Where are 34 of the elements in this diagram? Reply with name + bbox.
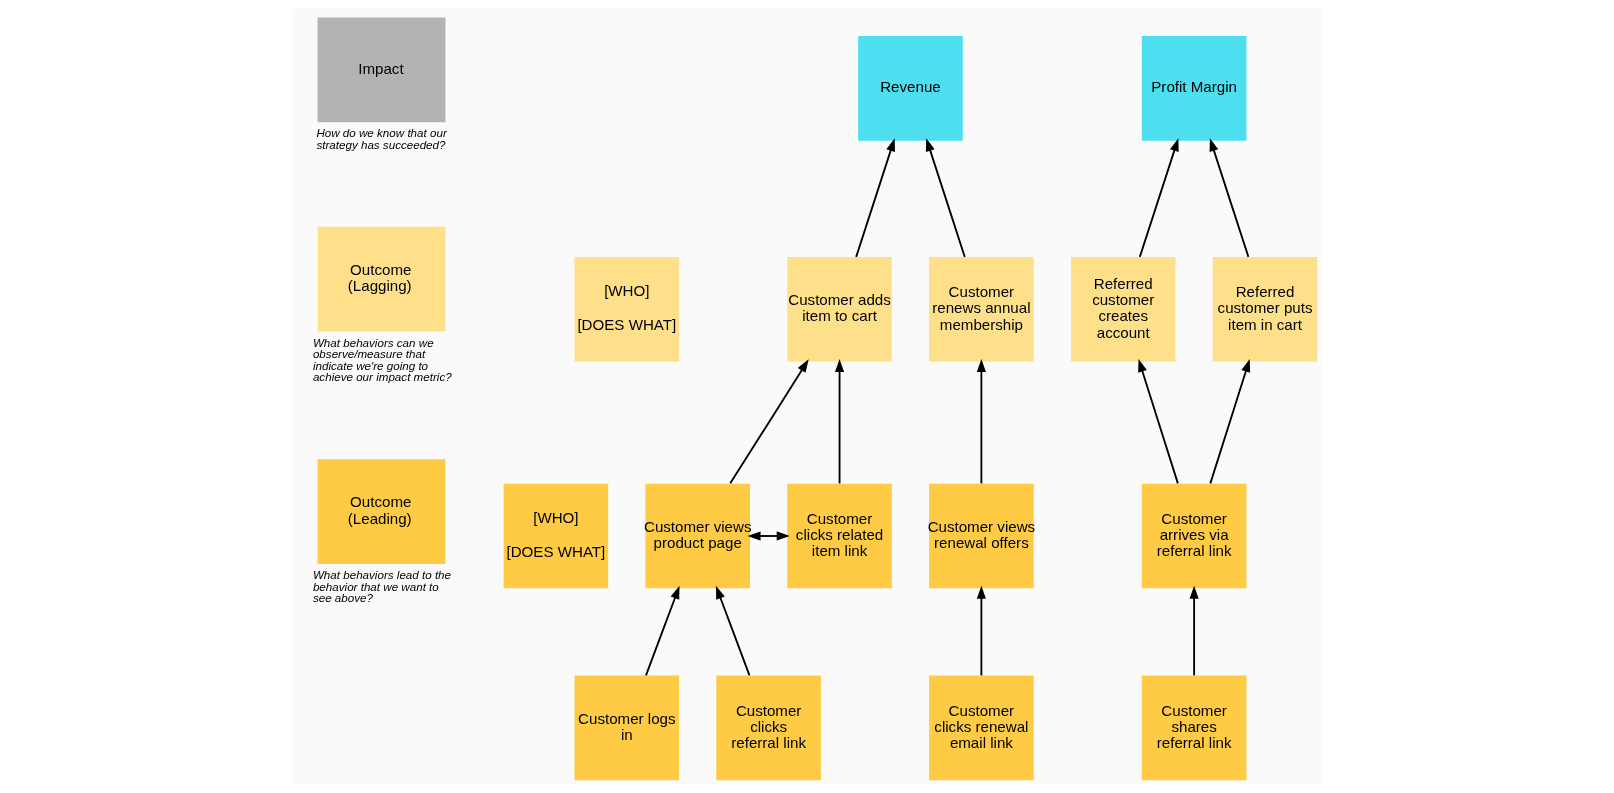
arrow [1209, 138, 1250, 258]
node-box: Revenue [858, 36, 963, 141]
node-box: Referred customer creates account [1070, 257, 1176, 362]
node-box: Referred customer puts item in cart [1212, 257, 1318, 362]
node-box: Customer renews annual membership [929, 257, 1034, 362]
arrow [1138, 138, 1179, 258]
node-box: Outcome (Lagging) [317, 226, 446, 332]
node-box: [WHO] [DOES WHAT] [574, 257, 680, 362]
node-box: Customer logs in [574, 675, 680, 781]
arrow [835, 358, 845, 485]
arrow [729, 359, 809, 485]
arrow [1189, 585, 1199, 677]
arrow [715, 585, 751, 677]
arrow [925, 138, 966, 258]
node-box: Outcome (Leading) [317, 459, 446, 564]
arrow [1138, 359, 1179, 485]
node-box: Customer shares referral link [1141, 675, 1247, 781]
node-box: Profit Margin [1141, 36, 1247, 141]
arrow [976, 358, 986, 485]
node-label: What behaviors lead to the behavior that we want to see above? [312, 568, 452, 605]
node-box: Customer adds item to cart [787, 257, 892, 362]
node-box: Customer clicks referral link [716, 675, 821, 781]
node-box: Impact [317, 17, 446, 123]
node-box: Customer clicks renewal email link [929, 675, 1034, 781]
node-label: What behaviors can we observe/measure that indicate we're going to achieve our impact metric? [312, 335, 452, 384]
arrow [747, 531, 790, 541]
arrow [1209, 359, 1251, 485]
node-label: How do we know that our strategy has succeeded? [316, 126, 447, 151]
node-box: [WHO] [DOES WHAT] [503, 483, 609, 589]
node-box: Customer clicks related item link [787, 483, 892, 589]
arrow [976, 585, 986, 677]
arrow [645, 585, 680, 677]
node-box: Customer arrives via referral link [1141, 483, 1247, 589]
arrow [855, 138, 895, 258]
